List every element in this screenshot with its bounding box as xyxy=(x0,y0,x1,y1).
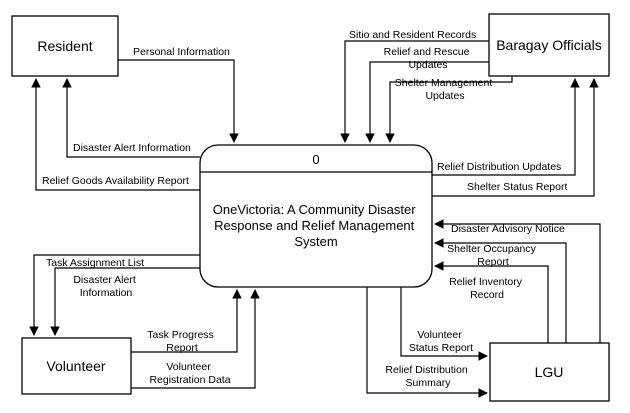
entity-resident-label: Resident xyxy=(37,38,92,54)
flow-label-shelter-status-report: Shelter Status Report xyxy=(467,181,567,193)
flow-label-line: Relief Distribution xyxy=(385,364,467,376)
entity-volunteer-label: Volunteer xyxy=(46,358,105,374)
flow-label-sitio-resident-records: Sitio and Resident Records xyxy=(349,29,476,41)
entity-volunteer: Volunteer xyxy=(21,337,132,395)
flow-relief-distribution-summary-arrow xyxy=(366,287,488,398)
entity-barangay-officials-label: Baragay Officials xyxy=(496,37,602,53)
entity-resident: Resident xyxy=(11,15,119,77)
flow-shelter-management-updates-arrow xyxy=(385,76,513,143)
flow-label-relief-goods-availability: Relief Goods Availability Report xyxy=(42,175,189,187)
flow-label-line: Shelter Occupancy xyxy=(447,243,536,255)
flow-label-personal-information: Personal Information xyxy=(133,46,230,58)
flow-label-volunteer-registration-data: Volunteer Registration Data xyxy=(149,361,230,386)
flow-relief-rescue-updates-arrow xyxy=(365,61,489,143)
flow-volunteer-status-report-arrow xyxy=(400,287,488,361)
flow-personal-information-arrow xyxy=(118,59,239,143)
flow-disaster-advisory-notice-arrow xyxy=(434,219,601,343)
flow-relief-inventory-record-arrow xyxy=(434,261,549,343)
flow-label-relief-rescue-updates: Relief and Rescue Updates xyxy=(384,46,473,71)
flow-label-shelter-management-updates: Shelter Management Updates xyxy=(395,77,495,102)
flow-volunteer-registration-data-arrow xyxy=(131,289,260,389)
flow-label-task-progress-report: Task Progress Report xyxy=(147,329,216,354)
flow-label-line: Updates xyxy=(408,59,447,71)
entity-lgu: LGU xyxy=(489,342,610,402)
flow-shelter-status-report-arrow xyxy=(432,78,599,197)
entity-barangay-officials: Baragay Officials xyxy=(488,13,610,77)
flow-relief-distribution-updates-arrow xyxy=(432,78,580,176)
flow-label-relief-distribution-summary: Relief Distribution Summary xyxy=(385,364,470,389)
flow-label-volunteer-status-report: Volunteer Status Report xyxy=(409,329,473,354)
flow-label-line: Record xyxy=(470,289,504,301)
flow-label-line: Relief and Rescue xyxy=(384,46,470,58)
flow-label-shelter-occupancy-report: Shelter Occupancy Report xyxy=(447,243,539,268)
flow-label-relief-inventory-record: Relief Inventory Record xyxy=(449,276,525,301)
flow-label-line: Relief Inventory xyxy=(449,276,523,288)
flow-label-line: Report xyxy=(166,342,198,354)
process-0: 0 OneVictoria: A Community Disaster Resp… xyxy=(199,144,433,288)
flow-task-progress-report-arrow xyxy=(131,289,242,353)
flow-task-assignment-list-arrow xyxy=(29,254,200,336)
process-title-line: Response and Relief Management xyxy=(214,218,415,233)
entity-lgu-label: LGU xyxy=(535,364,564,380)
flow-label-line: Status Report xyxy=(409,342,473,354)
flow-label-line: Disaster Alert xyxy=(73,274,136,286)
flow-label-disaster-alert-resident: Disaster Alert Information xyxy=(73,142,191,154)
flow-label-line: Task Progress xyxy=(147,329,214,341)
process-title-line: OneVictoria: A Community Disaster xyxy=(213,202,416,217)
process-title-line: System xyxy=(294,234,337,249)
flow-label-line: Summary xyxy=(406,377,452,389)
flow-sitio-resident-records-arrow xyxy=(340,40,489,143)
flow-label-line: Volunteer xyxy=(166,361,211,373)
flow-label-line: Volunteer xyxy=(417,329,462,341)
process-title: OneVictoria: A Community Disaster Respon… xyxy=(213,202,419,249)
flow-label-disaster-advisory-notice: Disaster Advisory Notice xyxy=(451,223,565,235)
flow-disaster-alert-volunteer-arrow xyxy=(50,267,200,336)
flow-label-line: Shelter Management xyxy=(395,77,493,89)
flow-labels: Personal Information Disaster Alert Info… xyxy=(42,29,567,389)
flow-lines xyxy=(29,40,601,398)
flow-disaster-alert-resident-arrow xyxy=(62,78,200,158)
flow-label-disaster-alert-volunteer: Disaster Alert Information xyxy=(73,274,138,299)
flow-label-line: Information xyxy=(80,287,133,299)
flow-relief-goods-availability-arrow xyxy=(31,78,200,191)
flow-label-task-assignment-list: Task Assignment List xyxy=(46,257,144,269)
flow-label-line: Updates xyxy=(425,90,464,102)
flow-shelter-occupancy-report-arrow xyxy=(434,238,567,343)
flow-label-line: Report xyxy=(477,256,509,268)
process-number: 0 xyxy=(312,152,319,167)
flow-label-line: Registration Data xyxy=(149,374,230,386)
flow-label-relief-distribution-updates: Relief Distribution Updates xyxy=(437,161,561,173)
